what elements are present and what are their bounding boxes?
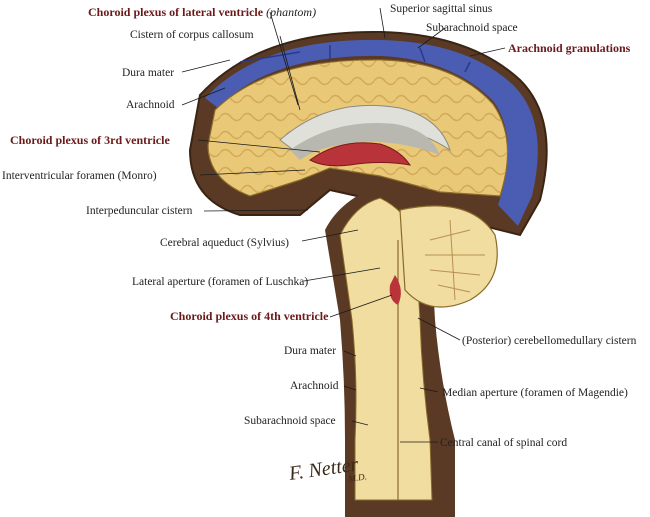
label-dura-mater-top: Dura mater: [122, 67, 174, 79]
corpus-callosum: [279, 105, 451, 160]
svg-text:M.D.: M.D.: [347, 471, 368, 484]
label-cistern-corpus-callosum: Cistern of corpus callosum: [130, 29, 254, 41]
label-central-canal: Central canal of spinal cord: [440, 437, 567, 449]
label-interpeduncular-cistern: Interpeduncular cistern: [86, 205, 193, 217]
cerebellum: [399, 205, 498, 308]
label-choroid-plexus-4th: Choroid plexus of 4th ventricle: [170, 309, 329, 323]
label-median-aperture: Median aperture (foramen of Magendie): [442, 387, 628, 399]
leader-lines: [181, 7, 506, 443]
choroid-plexus-4th: [389, 275, 401, 305]
choroid-plexus-3rd: [309, 142, 412, 167]
subarachnoid-space-band: [205, 39, 538, 226]
label-dura-mater-bottom: Dura mater: [284, 345, 336, 357]
label-interventricular-foramen: Interventricular foramen (Monro): [2, 170, 157, 182]
label-superior-sagittal-sinus: Superior sagittal sinus: [390, 3, 493, 15]
label-subarachnoid-space-top: Subarachnoid space: [426, 22, 518, 34]
label-subarachnoid-space-bottom: Subarachnoid space: [244, 415, 336, 427]
label-lateral-aperture: Lateral aperture (foramen of Luschka): [132, 276, 308, 288]
label-cerebral-aqueduct: Cerebral aqueduct (Sylvius): [160, 237, 289, 249]
label-choroid-plexus-3rd: Choroid plexus of 3rd ventricle: [10, 133, 170, 147]
label-arachnoid-granulations: Arachnoid granulations: [508, 41, 631, 55]
label-arachnoid-bottom: Arachnoid: [290, 380, 339, 392]
label-choroid-plexus-lateral: Choroid plexus of lateral ventricle (pha…: [88, 5, 316, 19]
label-posterior-cerebellomedullary-cistern: (Posterior) cerebellomedullary cistern: [462, 335, 637, 347]
label-arachnoid-top: Arachnoid: [126, 99, 175, 111]
